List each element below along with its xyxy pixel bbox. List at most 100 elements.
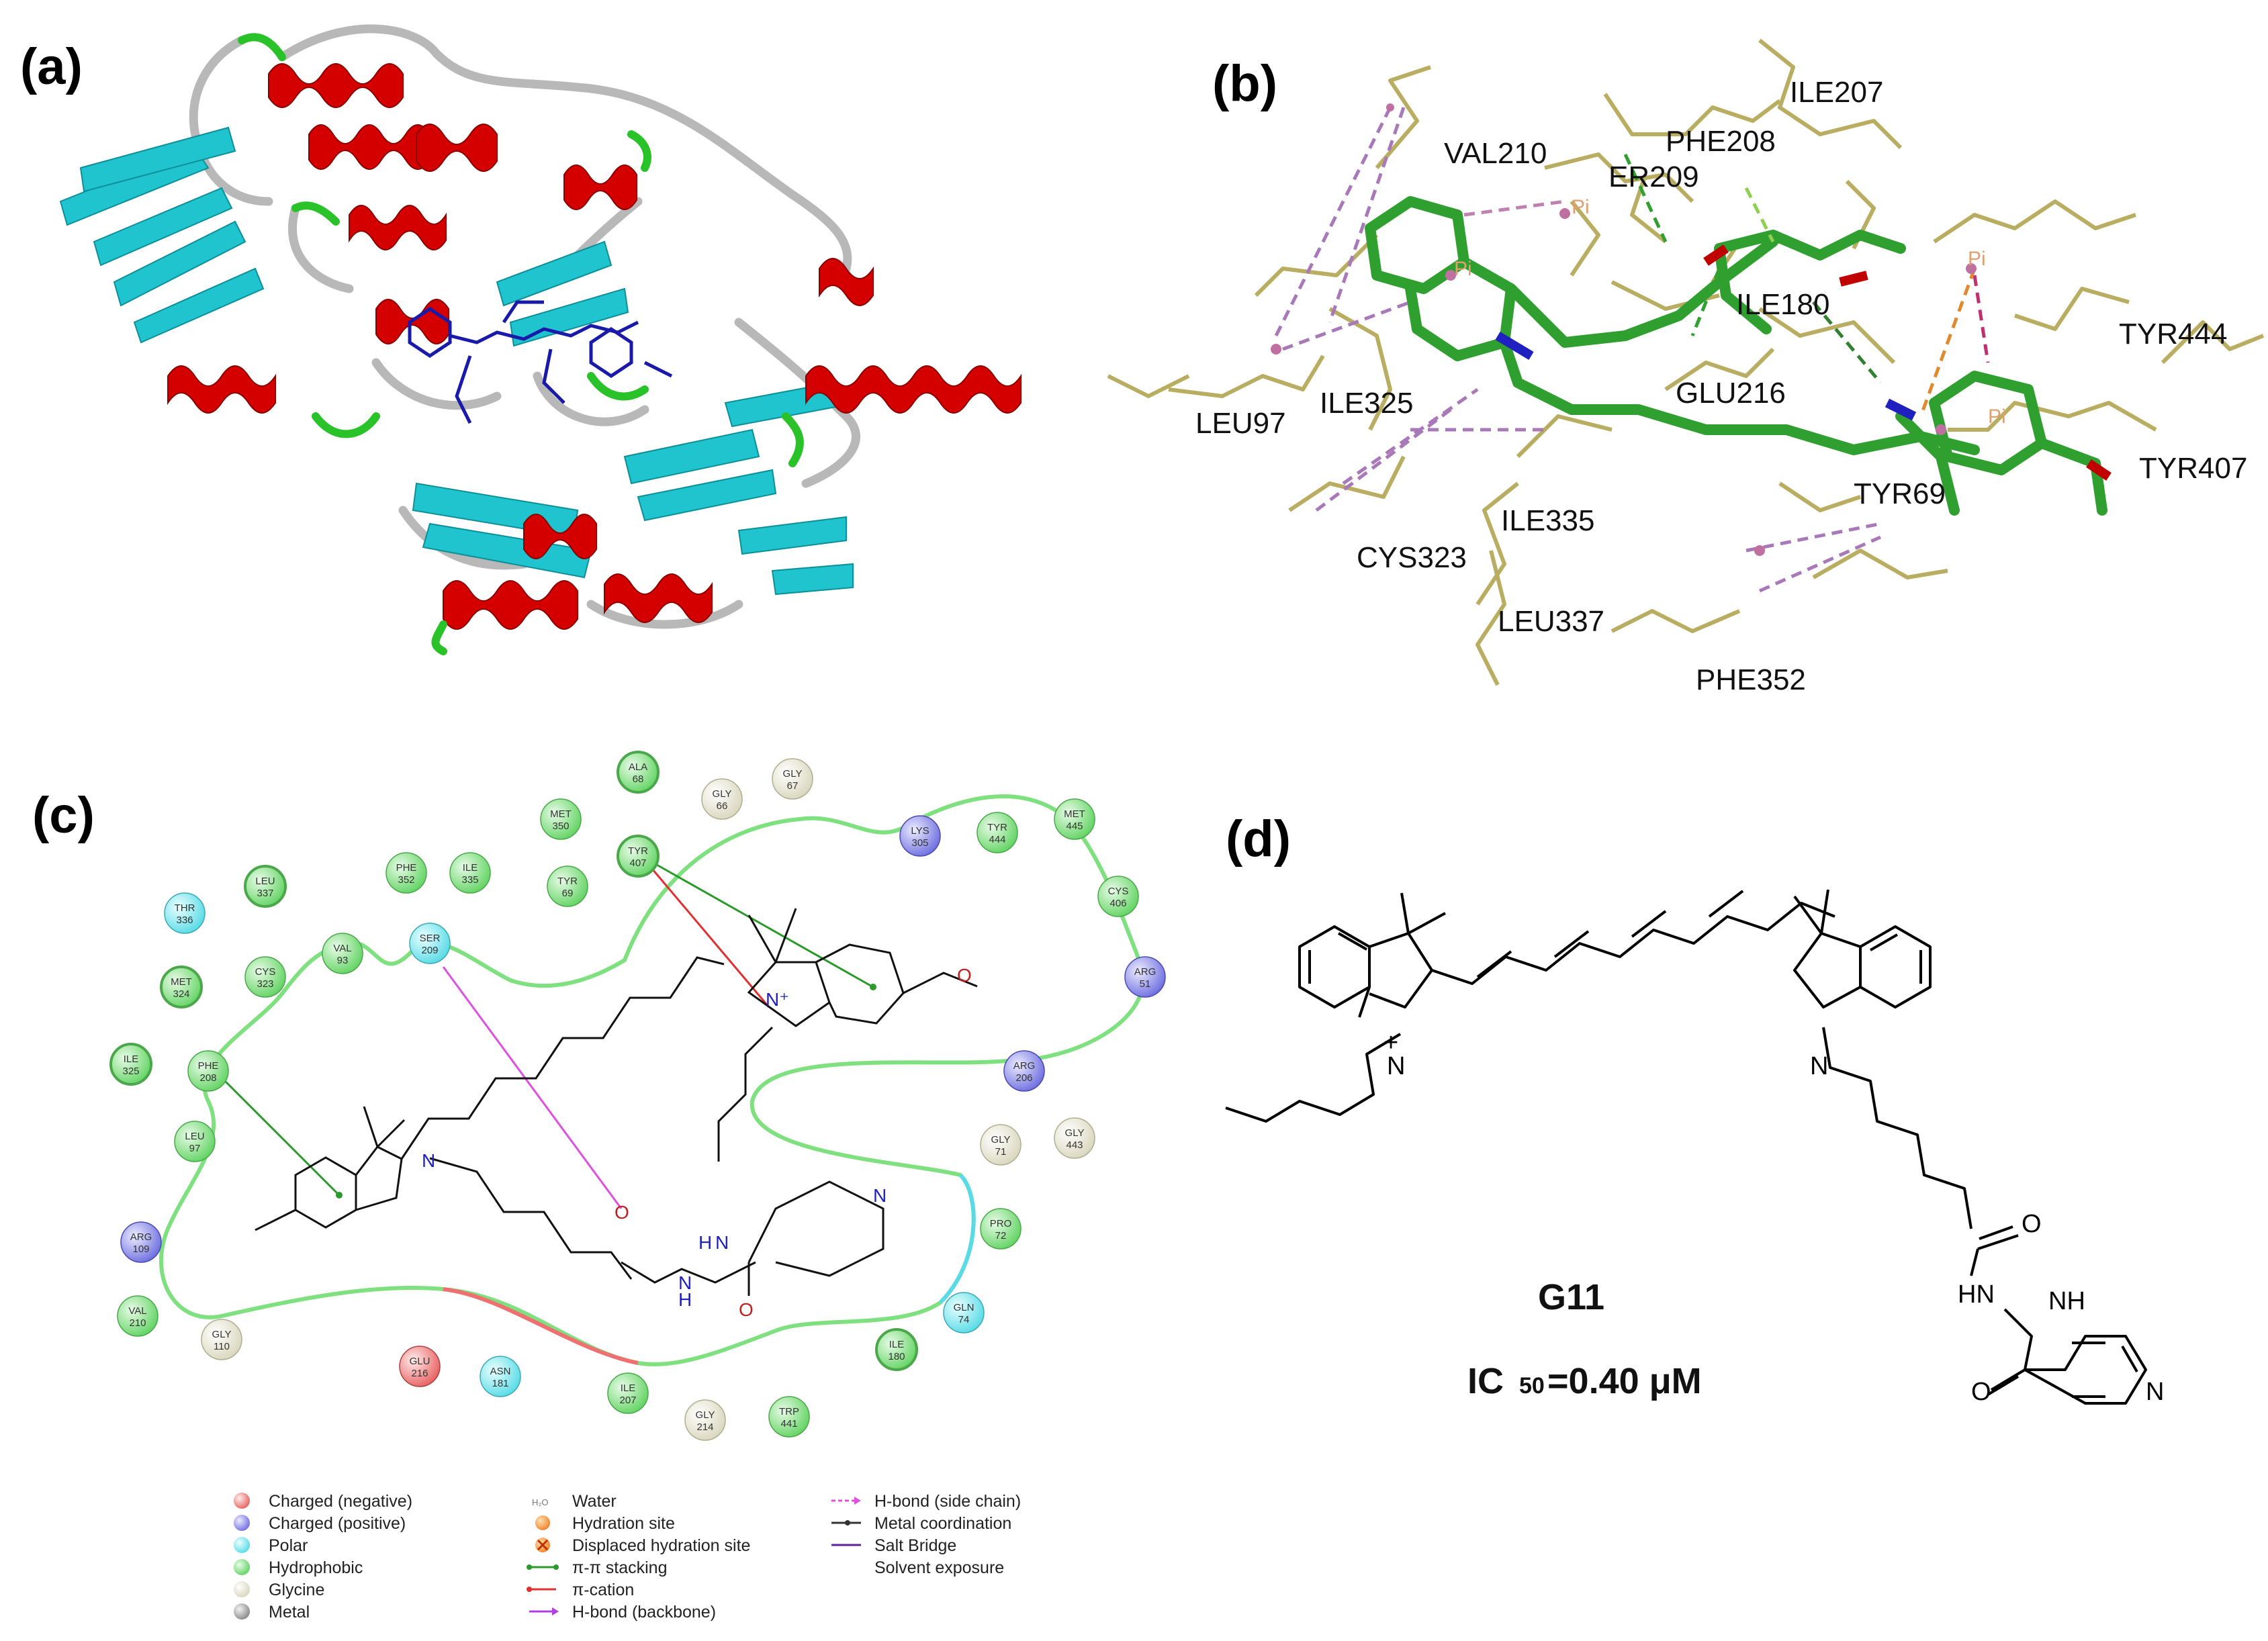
residue-number: 352 bbox=[398, 874, 414, 886]
residue-name: GLY bbox=[212, 1329, 232, 1340]
c-atom-o-amide2: O bbox=[739, 1299, 754, 1320]
hbond-backbone-icon bbox=[529, 1607, 559, 1615]
legend-negative: Charged (negative) bbox=[269, 1492, 412, 1511]
label-val210: VAL210 bbox=[1444, 137, 1547, 170]
g11-structure bbox=[1225, 889, 2147, 1405]
residue-circle bbox=[875, 1328, 918, 1371]
residue-name: MET bbox=[171, 976, 192, 988]
ic50-subscript: 50 bbox=[1519, 1373, 1545, 1399]
label-ile207: ILE207 bbox=[1790, 76, 1883, 109]
residue-number: 350 bbox=[552, 820, 569, 832]
pi-pi-icon bbox=[527, 1564, 559, 1570]
legend-swatch-hydrophobic bbox=[234, 1559, 250, 1575]
residue-name: GLY bbox=[991, 1134, 1011, 1145]
d-atom-n: N bbox=[1810, 1052, 1828, 1080]
panel-c-ligand bbox=[255, 908, 978, 1296]
residue-number: 51 bbox=[1140, 978, 1151, 990]
residue-number: 336 bbox=[176, 915, 193, 926]
residue-name: CYS bbox=[255, 966, 276, 978]
residue-circle bbox=[980, 1124, 1022, 1166]
residue-number: 67 bbox=[787, 780, 799, 792]
residue-number: 441 bbox=[780, 1418, 797, 1429]
protein-coil bbox=[189, 24, 860, 629]
residue-circle bbox=[899, 815, 941, 857]
residue-circle bbox=[187, 1050, 229, 1092]
c-atom-n: N bbox=[422, 1150, 435, 1171]
residue-circle bbox=[772, 758, 813, 800]
residue-name: GLN bbox=[954, 1302, 974, 1313]
residue-name: LEU bbox=[255, 876, 275, 887]
residue-bubble: PHE208 bbox=[187, 1050, 229, 1092]
legend-swatch-negative bbox=[234, 1493, 250, 1509]
label-ile325: ILE325 bbox=[1320, 387, 1413, 420]
legend-hydration-site: Hydration site bbox=[572, 1514, 675, 1533]
interaction-lines bbox=[1274, 106, 1990, 593]
residue-circle bbox=[943, 1292, 985, 1333]
legend-positive: Charged (positive) bbox=[269, 1514, 406, 1533]
residue-circle bbox=[244, 956, 286, 998]
residue-number: 335 bbox=[461, 874, 478, 886]
legend-metal: Metal bbox=[269, 1603, 310, 1622]
residue-bubble: LEU97 bbox=[174, 1121, 216, 1162]
residue-circle bbox=[174, 1121, 216, 1162]
pi-label-3: Pi bbox=[1968, 248, 1986, 270]
residue-circle bbox=[547, 865, 588, 907]
residue-name: GLY bbox=[1065, 1127, 1085, 1139]
label-ile335: ILE335 bbox=[1501, 504, 1594, 537]
legend-water: Water bbox=[572, 1492, 617, 1511]
residue-number: 97 bbox=[189, 1143, 201, 1154]
legend-col3: H-bond (side chain) Metal coordination S… bbox=[831, 1492, 1021, 1577]
residue-name: ARG bbox=[1134, 966, 1156, 978]
d-atom-o2: O bbox=[1971, 1378, 1991, 1406]
protein-turns bbox=[238, 33, 804, 655]
residue-circle bbox=[449, 852, 491, 894]
residue-number: 180 bbox=[888, 1351, 905, 1362]
residue-circle bbox=[201, 1319, 242, 1360]
c-atom-o-methoxy: O bbox=[957, 965, 972, 986]
panel-d-letter: (d) bbox=[1226, 810, 1291, 868]
residue-circle bbox=[160, 966, 203, 1009]
residue-circle bbox=[109, 1043, 152, 1086]
c-atom-nplus: N⁺ bbox=[766, 989, 789, 1010]
residue-name: SER bbox=[420, 933, 441, 944]
residue-number: 66 bbox=[717, 800, 728, 812]
residue-number: 406 bbox=[1109, 898, 1126, 909]
c-atom-nh1-h: H bbox=[678, 1289, 692, 1310]
label-tyr69: TYR69 bbox=[1854, 477, 1946, 510]
residue-number: 68 bbox=[633, 773, 644, 785]
label-leu97: LEU97 bbox=[1195, 407, 1286, 440]
residue-number: 208 bbox=[199, 1072, 216, 1084]
legend-polar: Polar bbox=[269, 1536, 308, 1555]
pi-label-4: Pi bbox=[1988, 406, 2006, 428]
legend-col1: Charged (negative) Charged (positive) Po… bbox=[234, 1492, 412, 1622]
residue-name: GLU bbox=[410, 1356, 430, 1367]
protein-sheets bbox=[59, 126, 854, 596]
label-cys323: CYS323 bbox=[1357, 541, 1467, 574]
residue-number: 216 bbox=[411, 1368, 428, 1379]
pocket-exposure-cyan bbox=[938, 1173, 976, 1305]
residue-number: 323 bbox=[257, 978, 273, 990]
hbond-sidechain-icon bbox=[831, 1497, 861, 1505]
residue-name: TRP bbox=[779, 1406, 799, 1417]
residue-name: GLY bbox=[696, 1409, 715, 1421]
residue-circle bbox=[701, 778, 743, 820]
residue-name: GLY bbox=[713, 788, 732, 800]
residue-circle bbox=[617, 835, 660, 878]
legend-pi-cation: π-cation bbox=[572, 1581, 634, 1599]
legend-swatch-glycine bbox=[234, 1581, 250, 1597]
residue-circle bbox=[480, 1356, 521, 1397]
label-phe208: PHE208 bbox=[1666, 125, 1776, 158]
residue-name: TYR bbox=[557, 876, 578, 887]
ic50-prefix: IC bbox=[1467, 1361, 1504, 1401]
panel-c-interactions bbox=[210, 855, 874, 1209]
residue-bubble: TYR69 bbox=[547, 865, 588, 907]
residue-labels: ILE207 VAL210 PHE208 ER209 ILE180 TYR444… bbox=[1195, 76, 2247, 696]
residue-number: 93 bbox=[337, 955, 349, 966]
